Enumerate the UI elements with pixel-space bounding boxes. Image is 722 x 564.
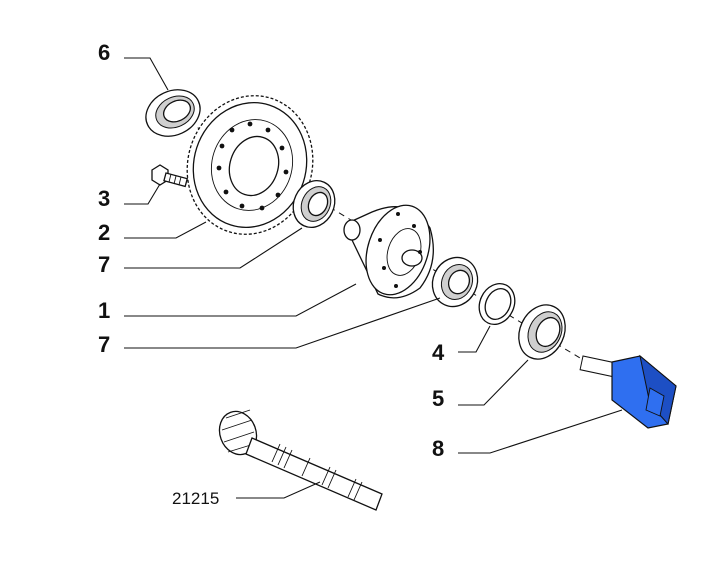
ring-gear-part-2 <box>186 95 314 235</box>
bearing-part-7-lower <box>431 256 479 308</box>
leader-6 <box>124 57 169 91</box>
callout-2: 2 <box>98 220 110 245</box>
output-shaft-part-8 <box>579 354 677 429</box>
callout-7-lower: 7 <box>98 332 110 357</box>
pinion-shaft-part-21215 <box>218 409 383 511</box>
snap-ring-part-4 <box>478 283 516 325</box>
callout-8: 8 <box>432 436 444 461</box>
leader-8 <box>458 409 623 454</box>
leader-2 <box>124 221 207 239</box>
leader-5 <box>458 359 529 406</box>
callout-1: 1 <box>98 298 110 323</box>
differential-housing-part-1 <box>343 204 434 299</box>
leader-21215 <box>236 481 321 499</box>
callout-6: 6 <box>98 40 110 65</box>
leader-1 <box>124 283 357 317</box>
leader-3 <box>124 183 161 205</box>
leader-lines <box>124 57 623 499</box>
leader-4 <box>458 325 491 353</box>
callout-3: 3 <box>98 186 110 211</box>
leader-7-lower <box>124 297 441 349</box>
bearing-part-7-upper <box>292 180 336 228</box>
seal-ring-part-6 <box>145 89 201 137</box>
leader-7-upper <box>124 227 303 269</box>
callout-5: 5 <box>432 386 444 411</box>
callout-7-upper: 7 <box>98 252 110 277</box>
callout-21215: 21215 <box>172 489 219 508</box>
callout-4: 4 <box>432 340 445 365</box>
bolt-part-3 <box>151 164 189 188</box>
seal-part-5 <box>518 304 566 360</box>
